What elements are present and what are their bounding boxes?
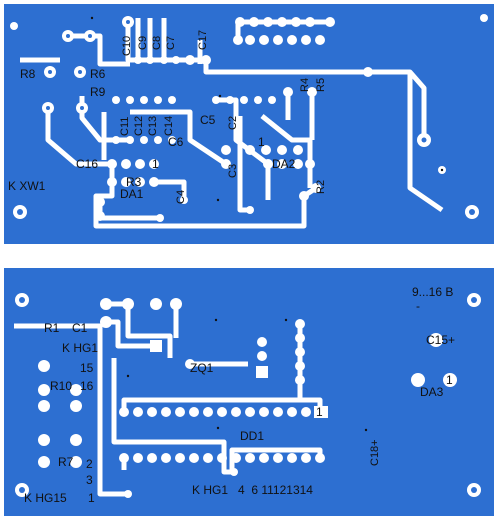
label-ZQ1: ZQ1 [190,361,214,375]
label-C13: C13 [147,116,159,136]
label-C1: C1 [72,321,88,335]
label-K-HG15: K HG15 [24,491,67,505]
label-C3: C3 [227,164,239,178]
bottom-mount-hole-centers [19,297,477,493]
bottom-traces [14,301,323,497]
label-C17: C17 [197,30,209,50]
label-C16: C16 [76,157,98,171]
top-pcb-board: R8 R6 R9 C16 R3 DA1 K XW1 C5 C6 DA2 1 1 … [4,4,494,244]
label-C7: C7 [165,36,177,50]
label-R2: R2 [315,180,327,194]
bottom-vias [126,318,368,432]
label-C15: C15+ [426,333,455,347]
label-15: 15 [80,361,94,375]
bottom-pcb-board: 9...16 B - C15+ DA3 1 R1 C1 K HG1 15 R10… [4,268,494,516]
bottom-board-substrate [4,268,494,516]
label-DD1-pin1: 1 [316,405,323,419]
label-C6: C6 [168,135,184,149]
top-vias [90,16,444,202]
top-pads [42,16,446,222]
label-pins-row: 4 6 11121314 [238,483,313,497]
label-16: 16 [80,379,94,393]
label-power: 9...16 B [412,285,453,299]
label-C18: C18+ [369,439,381,466]
label-R4: R4 [299,78,311,92]
label-K-XW1: K XW1 [8,179,46,193]
label-R3: R3 [126,175,142,189]
label-R1: R1 [44,321,60,335]
label-C12: C12 [133,116,145,136]
label-C11: C11 [119,117,131,136]
label-C9: C9 [137,36,149,50]
label-K-HG1-top: K HG1 [62,341,98,355]
label-R7: R7 [58,455,74,469]
label-pin1-a: 1 [152,157,159,171]
label-K-HG1-bottom: K HG1 [192,483,228,497]
label-C5: C5 [200,113,216,127]
label-DD1: DD1 [240,429,264,443]
label-1: 1 [88,491,95,505]
label-2: 2 [86,457,93,471]
top-vertical-labels: C10 C9 C8 C7 C17 R4 R5 C11 C12 C13 C14 C… [119,30,327,204]
label-R5: R5 [315,78,327,92]
label-C4: C4 [175,190,187,204]
label-R8: R8 [20,67,36,81]
label-C2: C2 [227,116,239,130]
label-DA2: DA2 [272,157,296,171]
label-R6: R6 [90,67,106,81]
label-DA3: DA3 [420,385,444,399]
label-R9: R9 [90,85,106,99]
label-C14: C14 [163,116,175,136]
top-mount-hole-tr [480,14,488,22]
label-pin1-b: 1 [258,135,265,149]
label-DA3-pin1: 1 [446,373,453,387]
label-R10: R10 [50,379,72,393]
label-DA1: DA1 [120,187,144,201]
top-pad-holes [17,20,475,215]
top-mount-hole-tl [10,22,18,30]
label-minus: - [416,299,420,313]
label-3: 3 [86,473,93,487]
label-C10: C10 [121,36,133,56]
bottom-pads [38,298,457,498]
label-C8: C8 [151,36,163,50]
